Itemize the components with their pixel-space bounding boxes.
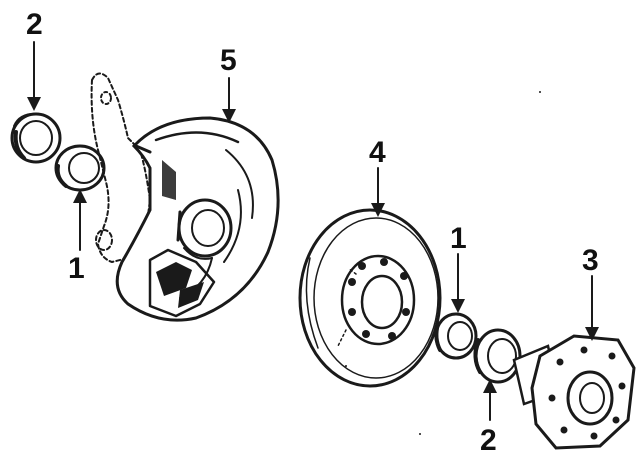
callout-number: 3 xyxy=(582,244,599,277)
callout-number: 2 xyxy=(480,424,497,457)
right-outer-bearing-race xyxy=(473,328,522,384)
callout-number: 5 xyxy=(220,44,237,77)
hub-assembly xyxy=(512,334,636,450)
callout-arrows xyxy=(27,41,599,421)
callout-number: 1 xyxy=(450,222,467,255)
left-outer-bearing-race xyxy=(10,112,62,164)
dust-shield xyxy=(115,116,280,322)
callout-number: 1 xyxy=(68,252,85,285)
callout-number: 2 xyxy=(26,8,43,41)
callout-number: 4 xyxy=(369,136,386,169)
brake-rotor xyxy=(298,208,442,388)
right-inner-bearing xyxy=(434,312,478,360)
left-inner-bearing xyxy=(54,144,106,192)
